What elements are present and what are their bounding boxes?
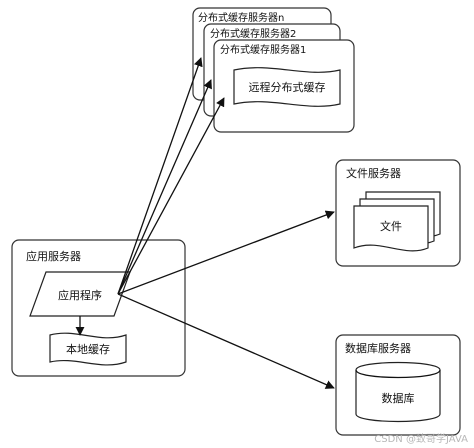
- cache-server-1: 分布式缓存服务器1 远程分布式缓存: [213, 39, 355, 133]
- arrow-to-cache-1: [117, 97, 225, 295]
- local-cache-label: 本地缓存: [66, 342, 110, 356]
- app-server: 应用服务器 应用程序 本地缓存: [11, 239, 186, 377]
- app-program-label: 应用程序: [58, 288, 102, 302]
- database-label: 数据库: [382, 391, 415, 405]
- cache-server-n-label: 分布式缓存服务器n: [198, 11, 284, 24]
- database-cylinder-rim: [355, 369, 441, 379]
- file-server-title: 文件服务器: [346, 166, 401, 180]
- file-doc-front: [353, 205, 429, 252]
- cache-server-stack: 分布式缓存服务器n 分布式缓存服务器2 分布式缓存服务器1 远程分布式缓存: [192, 7, 355, 133]
- cache-server-1-label: 分布式缓存服务器1: [220, 43, 306, 56]
- app-program-shape: [29, 271, 131, 317]
- app-server-title: 应用服务器: [26, 249, 81, 263]
- arrow-to-cache-n: [117, 57, 203, 295]
- remote-cache-shape: [233, 67, 341, 107]
- watermark: CSDN @致哥学JAVA: [374, 432, 468, 445]
- file-server: 文件服务器 文件: [335, 159, 461, 267]
- file-label: 文件: [380, 219, 402, 233]
- db-server-title: 数据库服务器: [345, 341, 411, 355]
- arrow-to-cache-2: [117, 79, 212, 295]
- cache-server-2-label: 分布式缓存服务器2: [210, 27, 296, 40]
- arrow-to-file-server: [117, 210, 335, 295]
- db-server: 数据库服务器 数据库: [335, 334, 461, 436]
- arrow-to-db-server: [117, 293, 335, 389]
- remote-cache-label: 远程分布式缓存: [249, 80, 326, 94]
- database-cylinder: [355, 361, 441, 423]
- connections: [75, 57, 335, 389]
